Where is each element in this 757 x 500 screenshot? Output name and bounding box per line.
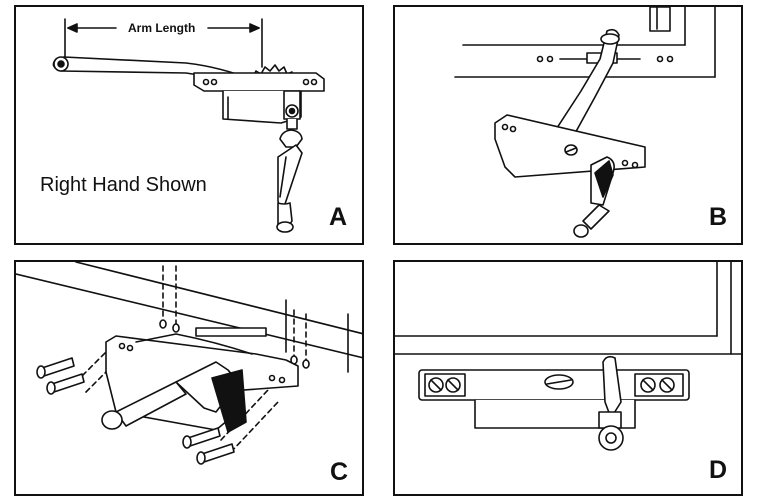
panel-letter-b: B	[709, 203, 728, 231]
operator-front-view-drawing	[395, 262, 741, 451]
wood-screws	[36, 357, 235, 465]
crank-stud	[283, 90, 301, 130]
panel-c: C	[14, 260, 364, 496]
right-hand-caption: Right Hand Shown	[40, 174, 207, 196]
panel-letter-d: D	[709, 456, 728, 484]
window-frame	[395, 262, 741, 355]
gear-housing	[474, 399, 636, 429]
panel-a: Arm Length Right Hand Shown A	[14, 5, 364, 245]
base-plate	[193, 72, 325, 92]
panel-b: B	[393, 5, 743, 245]
operator-attached-to-sash-drawing	[454, 7, 716, 238]
panel-letter-c: C	[330, 458, 349, 486]
panel-letter-a: A	[329, 203, 348, 231]
mounting-screws	[428, 374, 675, 393]
crank-handle	[598, 355, 624, 451]
panel-d: D	[393, 260, 743, 496]
mounting-holes	[159, 319, 310, 369]
crank-handle	[573, 156, 615, 238]
crank-handle	[101, 361, 247, 433]
arm-length-label: Arm Length	[124, 21, 200, 35]
operator-overview-drawing	[52, 18, 325, 233]
arm-length-dimension	[64, 18, 263, 68]
window-sash	[454, 7, 716, 78]
crank-handle	[276, 129, 303, 233]
screw-installation-drawing	[16, 262, 362, 465]
gear-housing	[222, 90, 302, 124]
